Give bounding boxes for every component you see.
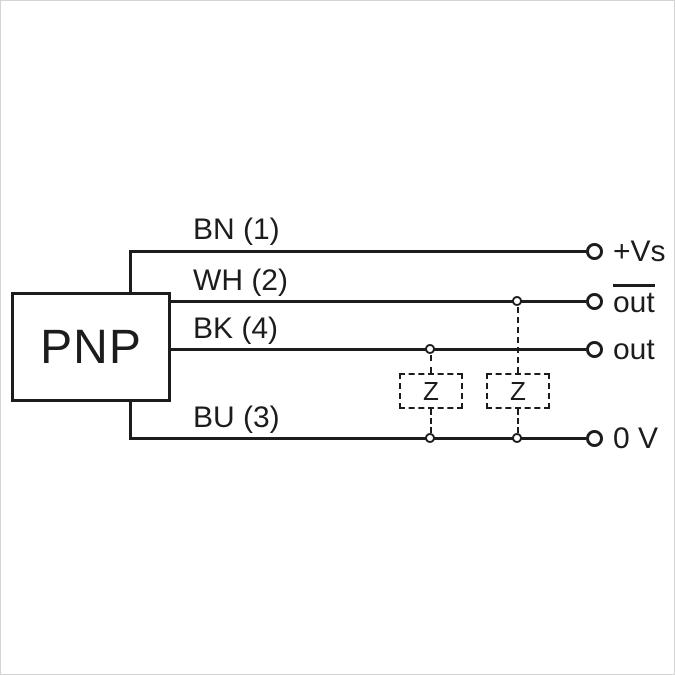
load-box-1: Z — [399, 373, 463, 409]
wire-bn-vertical — [129, 251, 132, 292]
wire-label-bn: BN (1) — [193, 213, 280, 246]
load1-branch-lower — [430, 409, 432, 433]
junction-bk-load1 — [425, 344, 435, 354]
wire-label-wh: WH (2) — [193, 264, 288, 297]
wire-bu-horizontal — [129, 437, 586, 440]
wire-bu-vertical — [129, 400, 132, 439]
load-label-1: Z — [423, 375, 439, 406]
terminal-label-vs: +Vs — [613, 235, 666, 268]
terminal-circle-vs — [586, 243, 603, 260]
wire-label-bk: BK (4) — [193, 312, 279, 345]
device-label: PNP — [40, 320, 142, 374]
device-box: PNP — [11, 292, 171, 402]
load2-branch-upper — [517, 307, 519, 373]
junction-bu-load1 — [425, 433, 435, 443]
wire-bn-horizontal — [129, 250, 586, 253]
terminal-circle-out — [586, 341, 603, 358]
terminal-circle-0v — [586, 430, 603, 447]
load1-branch-upper — [430, 355, 432, 373]
wire-bk-horizontal — [169, 348, 586, 351]
load-label-2: Z — [510, 375, 526, 406]
wire-wh-horizontal — [169, 300, 586, 303]
load2-branch-lower — [517, 409, 519, 433]
junction-bu-load2 — [512, 433, 522, 443]
terminal-label-0v: 0 V — [613, 422, 659, 455]
load-box-2: Z — [486, 373, 550, 409]
terminal-label-out-inverted-text: out — [613, 284, 655, 319]
terminal-circle-out-inverted — [586, 293, 603, 310]
terminal-label-out: out — [613, 333, 655, 366]
terminal-label-out-inverted: out — [613, 284, 655, 320]
wire-label-bu: BU (3) — [193, 401, 280, 434]
junction-wh-load2 — [512, 296, 522, 306]
